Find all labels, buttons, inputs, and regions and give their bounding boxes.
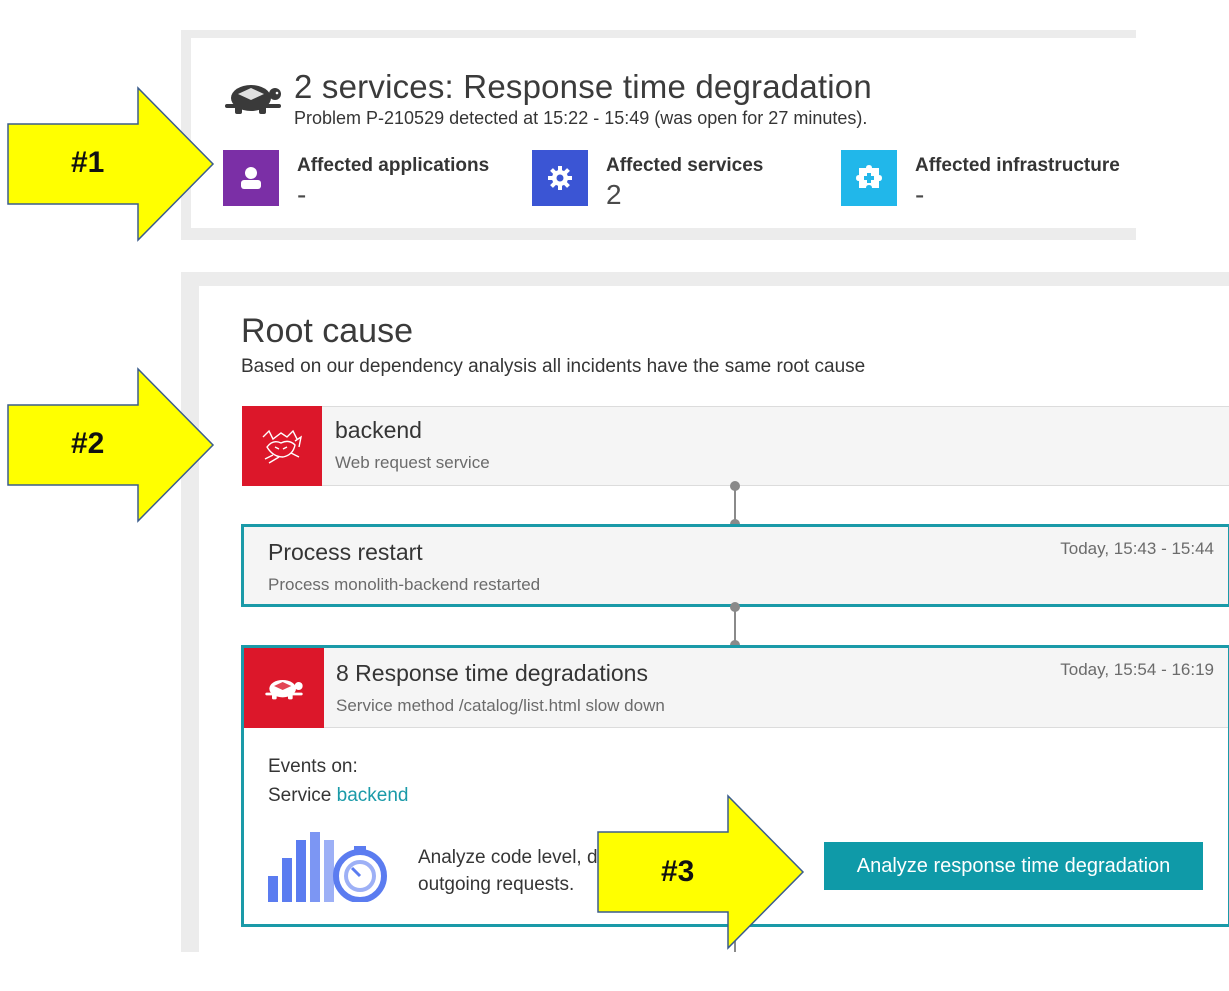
analyze-description-text: Analyze code level, da outgoing requests… (418, 847, 608, 895)
annotation-arrow-1 (7, 86, 215, 242)
timeline-dot (730, 602, 740, 612)
annotation-label-1: #1 (71, 146, 105, 179)
analyze-chart-icon (268, 832, 387, 902)
process-restart-event[interactable]: Process restart Process monolith-backend… (241, 524, 1229, 607)
annotation-label-3: #3 (661, 855, 695, 888)
affected-applications[interactable]: Affected applications - (223, 150, 489, 211)
affected-infrastructure-value: - (915, 179, 925, 210)
analyze-response-time-button[interactable]: Analyze response time degradation (824, 842, 1203, 890)
turtle-icon (244, 648, 324, 728)
root-cause-entity-card[interactable]: backend Web request service (242, 406, 1229, 486)
degradation-subtitle: Service method /catalog/list.html slow d… (336, 696, 665, 715)
affected-services-value: 2 (606, 179, 622, 210)
turtle-icon (225, 85, 281, 114)
degradation-time: Today, 15:54 - 16:19 (1060, 660, 1214, 679)
affected-infrastructure[interactable]: Affected infrastructure - (841, 150, 1120, 211)
root-cause-title: Root cause (241, 312, 413, 350)
event-subtitle: Process monolith-backend restarted (268, 575, 541, 594)
gear-icon (532, 150, 588, 206)
degradation-header[interactable]: 8 Response time degradations Service met… (244, 648, 1228, 728)
timeline-connector (734, 486, 736, 524)
affected-applications-value: - (297, 179, 307, 210)
service-prefix: Service (268, 785, 332, 806)
events-on-block: Events on: Service backend (268, 752, 408, 810)
service-backend-link[interactable]: backend (336, 785, 409, 806)
entity-type: Web request service (335, 453, 490, 472)
degradation-title: 8 Response time degradations (336, 660, 648, 686)
root-cause-subtitle: Based on our dependency analysis all inc… (241, 356, 866, 377)
puzzle-icon (841, 150, 897, 206)
event-title: Process restart (268, 539, 423, 565)
events-on-label: Events on: (268, 756, 358, 777)
affected-applications-label: Affected applications (297, 155, 490, 176)
problem-header-panel: 2 services: Response time degradation Pr… (181, 30, 1136, 240)
problem-title: 2 services: Response time degradation (294, 68, 872, 105)
tomcat-icon (242, 406, 322, 486)
annotation-arrow-3 (597, 794, 805, 950)
timeline-dot (730, 481, 740, 491)
affected-services[interactable]: Affected services 2 (532, 150, 763, 211)
timeline-connector (734, 607, 736, 645)
events-on-service: Service backend (268, 781, 408, 810)
annotation-label-2: #2 (71, 427, 105, 460)
event-time: Today, 15:43 - 15:44 (1060, 539, 1214, 558)
problem-subtitle: Problem P-210529 detected at 15:22 - 15:… (294, 108, 868, 128)
entity-name: backend (335, 417, 422, 443)
problem-header-card: 2 services: Response time degradation Pr… (191, 38, 1136, 228)
affected-services-label: Affected services (606, 155, 764, 176)
annotation-arrow-2 (7, 367, 215, 523)
affected-infrastructure-label: Affected infrastructure (915, 155, 1120, 176)
user-icon (223, 150, 279, 206)
